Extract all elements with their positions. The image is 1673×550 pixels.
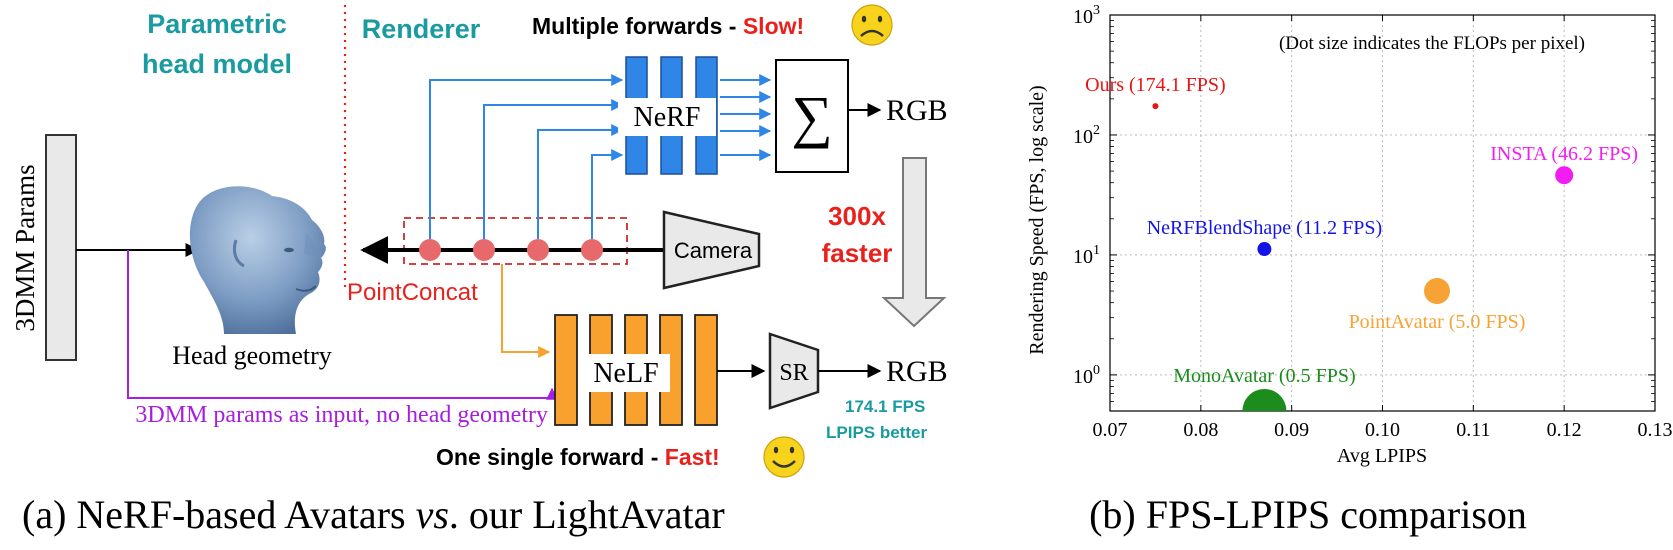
x-tick-label: 0.12 [1547,419,1582,441]
ray-arrow-blue [591,149,624,239]
data-point-label: NeRFBlendShape (11.2 FPS) [1147,217,1382,239]
nelf-layer [554,314,578,426]
y-tick-label: 103 [1073,3,1100,28]
rgb-top-label: RGB [886,94,948,127]
nerf-label: NeRF [634,102,701,133]
section-parametric-line1: Parametric [147,9,287,39]
params-bar [45,134,77,361]
caption-a-suffix: . our LightAvatar [449,492,725,537]
bottom-caption: One single forward - Fast! [436,444,720,470]
chart-points [1152,103,1574,411]
nelf-label: NeLF [593,358,658,389]
sample-point [527,239,549,261]
chart-grid [1109,14,1656,412]
sad-face-icon [851,4,893,46]
data-point-label: MonoAvatar (0.5 FPS) [1173,365,1355,387]
stats-lpips: LPIPS better [826,423,927,442]
data-point-label: INSTA (46.2 FPS) [1490,143,1638,165]
caption-a-vs: vs [416,492,449,537]
x-tick-label: 0.09 [1274,419,1309,441]
section-renderer: Renderer [362,14,481,44]
nelf-layer [694,314,718,426]
ray-arrow-blue [537,124,624,239]
data-point [1152,103,1159,110]
speedup-label-bg [818,198,886,268]
point-concat-box [403,217,628,265]
x-tick-label: 0.07 [1093,419,1128,441]
y-tick-label: 100 [1073,363,1100,388]
data-point-label: Ours (174.1 FPS) [1085,74,1226,96]
top-caption: Multiple forwards - Slow! [532,13,804,39]
panel-a-diagram: Parametric head model Renderer Multiple … [10,4,948,537]
y-tick-label: 101 [1073,243,1100,268]
caption-a-prefix: (a) NeRF-based Avatars [22,492,416,537]
sum-symbol: ∑ [791,84,832,149]
data-point [1257,242,1272,257]
camera-icon [662,210,761,290]
section-parametric-line2: head model [142,49,292,79]
params-to-nelf-arrow [127,250,558,400]
data-point [1555,166,1574,185]
speedup-down-arrow [881,157,947,328]
x-tick-label: 0.08 [1183,419,1218,441]
chart-annotation: (Dot size indicates the FLOPs per pixel) [1279,33,1585,54]
y-axis-label: Rendering Speed (FPS, log scale) [1026,85,1048,354]
head-label: Head geometry [172,341,332,370]
head-geometry-icon [189,186,326,334]
sample-point [419,239,441,261]
bottom-caption-prefix: One single forward - [436,444,665,470]
ray-arrow-blue [483,99,624,239]
stats-fps: 174.1 FPS [845,397,925,416]
concat-to-nelf-arrow [501,264,551,358]
top-caption-prefix: Multiple forwards - [532,13,743,39]
stats-lpips-clip: LPIPS better [826,423,927,442]
point-concat-label: PointConcat [347,279,478,306]
sample-point [473,239,495,261]
data-point [1242,389,1287,411]
speedup-line2: faster [822,238,893,268]
sample-point [581,239,603,261]
data-point-label: PointAvatar (5.0 FPS) [1349,311,1526,333]
nerf-label-bg [618,98,716,136]
plot-frame [1109,14,1656,412]
y-tick-label: 102 [1073,123,1100,148]
chart-point-labels: Ours (174.1 FPS) INSTA (46.2 FPS) NeRFBlen… [1085,74,1638,387]
caption-b: (b) FPS-LPIPS comparison [1089,492,1527,537]
ray-arrow-blue [429,74,624,239]
purple-caption: 3DMM params as input, no head geometry [135,402,548,428]
rgb-bottom-label: RGB [886,355,948,388]
x-tick-label: 0.13 [1638,419,1673,441]
sr-label: SR [779,360,808,386]
sr-module [768,332,820,410]
params-label: 3DMM Params [10,164,40,331]
x-axis-label: Avg LPIPS [1337,445,1427,467]
smiley-face-icon [763,436,805,478]
chart-tick-labels: 0.07 0.08 0.09 0.10 0.11 0.12 0.13 100 101 102 103 [1073,3,1673,441]
speedup-line1: 300x [828,201,886,231]
nelf-label-bg [582,354,670,392]
caption-a: (a) NeRF-based Avatars vs. our LightAvat… [22,492,725,537]
camera-label: Camera [674,238,753,263]
bottom-caption-fast: Fast! [665,444,720,470]
top-caption-slow: Slow! [743,13,804,39]
data-point [1424,278,1450,305]
sum-box [775,59,849,173]
x-tick-label: 0.10 [1365,419,1400,441]
fps-lpips-chart: Ours (174.1 FPS) INSTA (46.2 FPS) NeRFBlen… [1026,3,1673,467]
x-tick-label: 0.11 [1456,419,1490,441]
